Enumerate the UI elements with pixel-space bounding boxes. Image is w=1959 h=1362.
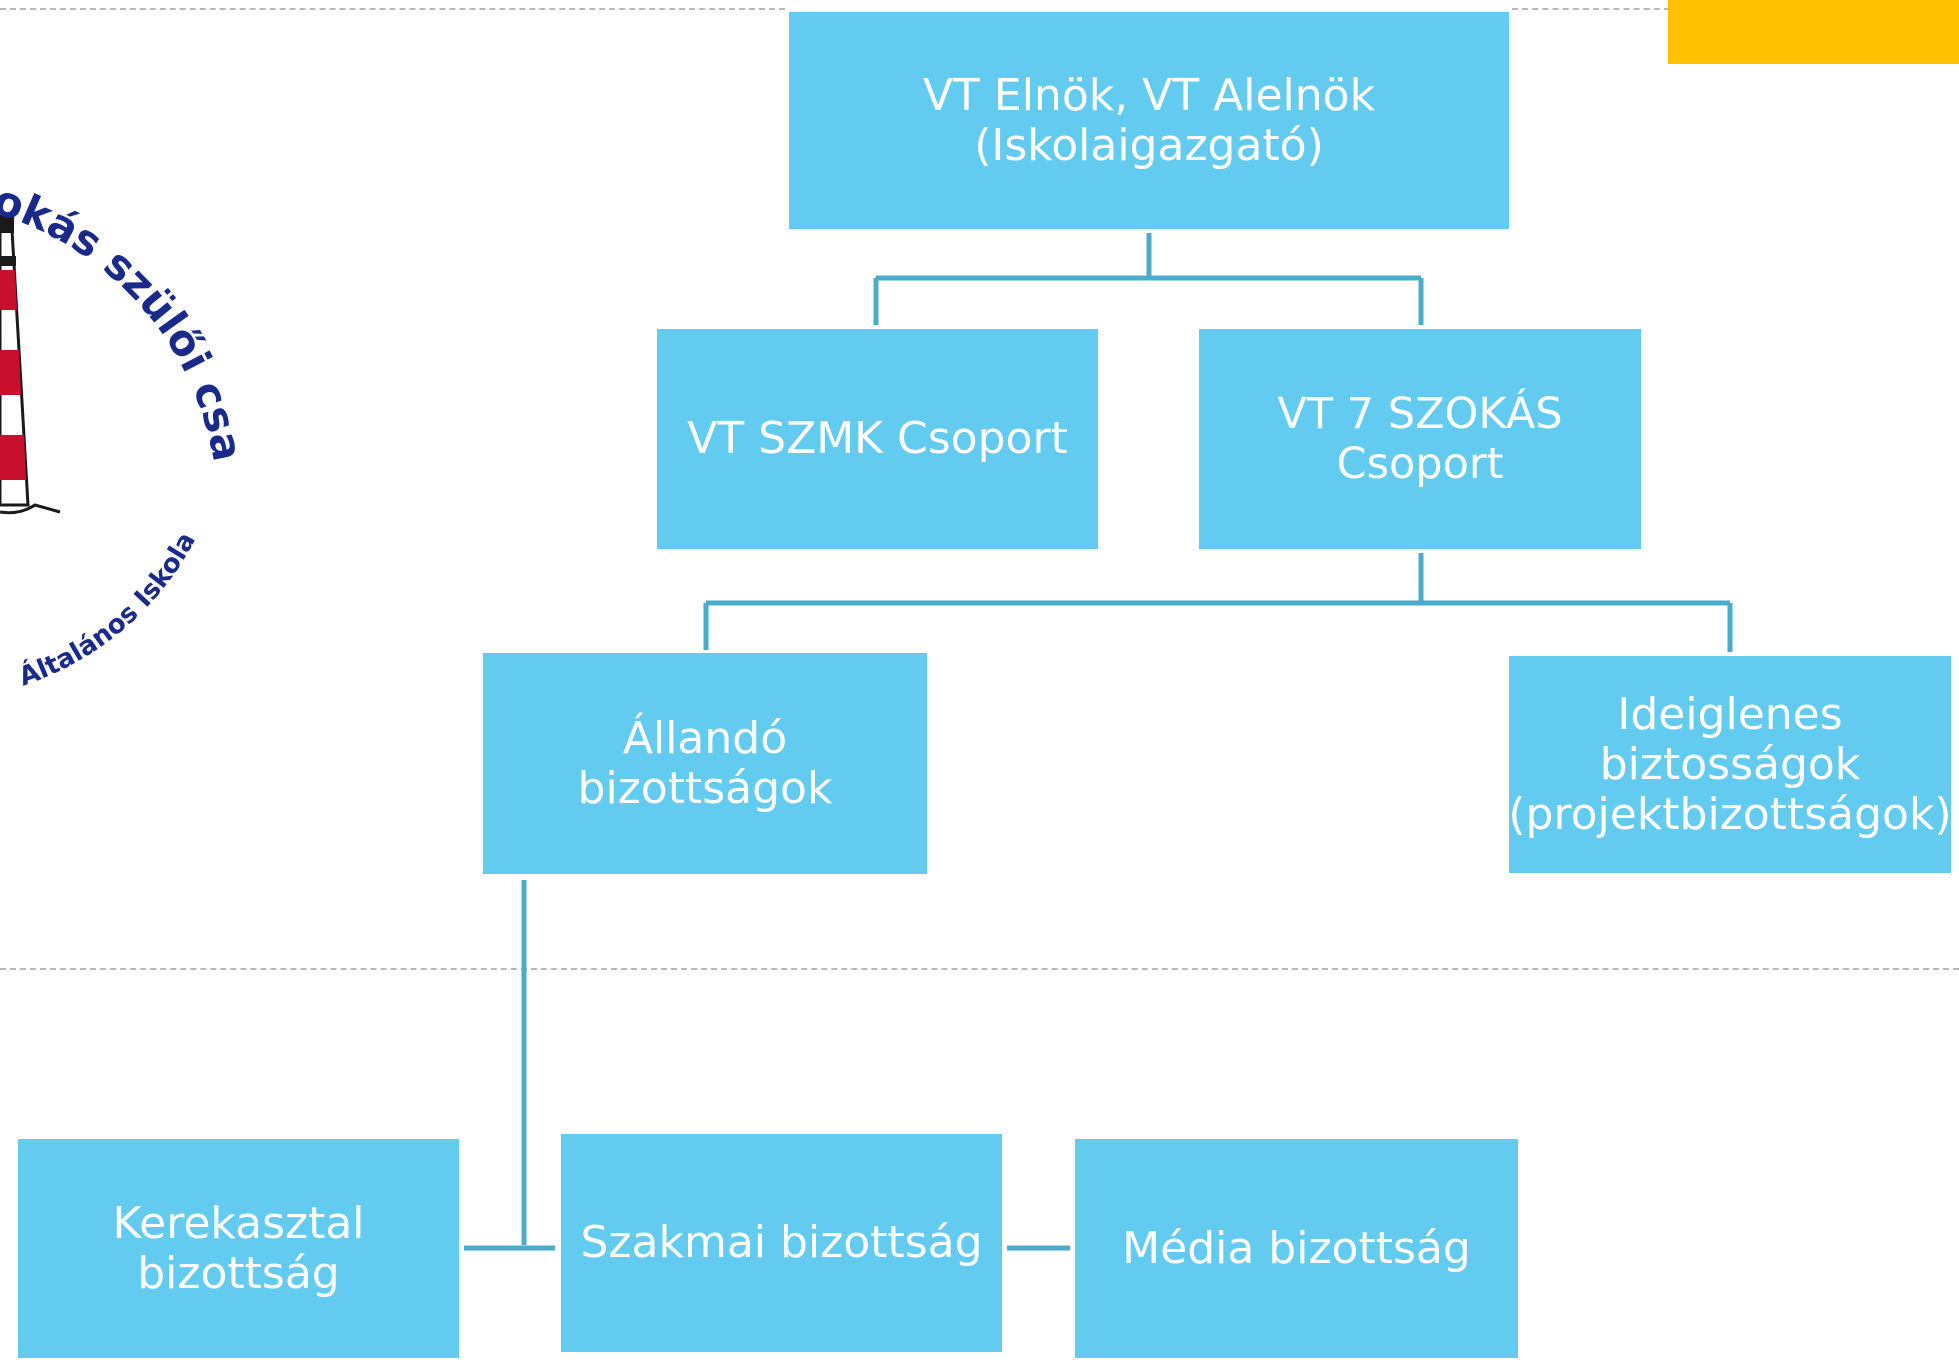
- separator-middle: [0, 968, 1959, 970]
- roundtable-committee-line2: bizottság: [137, 1247, 340, 1299]
- logo-arc-bottom-text: Általános Iskola: [14, 528, 202, 693]
- standing-committees-label: Állandó bizottságok: [577, 712, 833, 814]
- roundtable-committee-box: Kerekasztal bizottság: [18, 1139, 459, 1358]
- standing-committees-box: Állandó bizottságok: [483, 653, 927, 874]
- szokas-group-box: VT 7 SZOKÁS Csoport: [1199, 329, 1641, 549]
- president-box: VT Elnök, VT Alelnök (Iskolaigazgató): [789, 12, 1509, 229]
- media-committee-box: Média bizottság: [1075, 1139, 1518, 1358]
- separator-top-left: [0, 8, 785, 10]
- temporary-committees-line1: Ideiglenes: [1617, 688, 1843, 740]
- professional-committee-label: Szakmai bizottság: [580, 1217, 983, 1268]
- separator-top-right: [1512, 8, 1670, 10]
- lighthouse-icon: [0, 215, 61, 515]
- szmk-group-label: VT SZMK Csoport: [687, 413, 1068, 464]
- logo-arc-top-text: szokás szülői csapat: [0, 0, 253, 465]
- president-box-line1: VT Elnök, VT Alelnök: [922, 69, 1376, 121]
- temporary-committees-line2: biztosságok: [1599, 738, 1861, 790]
- roundtable-committee-line1: Kerekasztal: [112, 1197, 365, 1249]
- president-box-line2: (Iskolaigazgató): [974, 119, 1324, 171]
- media-committee-label: Média bizottság: [1122, 1222, 1471, 1274]
- connector-standing-to-subcommittees: [464, 880, 555, 1251]
- szmk-group-box: VT SZMK Csoport: [657, 329, 1098, 549]
- school-logo: szokás szülői csapat Általános Iskola: [0, 0, 253, 693]
- connector-szokas-to-committees: [703, 553, 1733, 652]
- szokas-group-label: VT 7 SZOKÁS Csoport: [1277, 389, 1563, 489]
- professional-committee-box: Szakmai bizottság: [561, 1134, 1002, 1352]
- temporary-committees-box: Ideiglenes biztosságok (projektbizottság…: [1508, 656, 1952, 873]
- temporary-committees-line3: (projektbizottságok): [1508, 788, 1952, 840]
- connector-president-to-groups: [873, 233, 1424, 325]
- corner-accent-tab: [1668, 0, 1959, 64]
